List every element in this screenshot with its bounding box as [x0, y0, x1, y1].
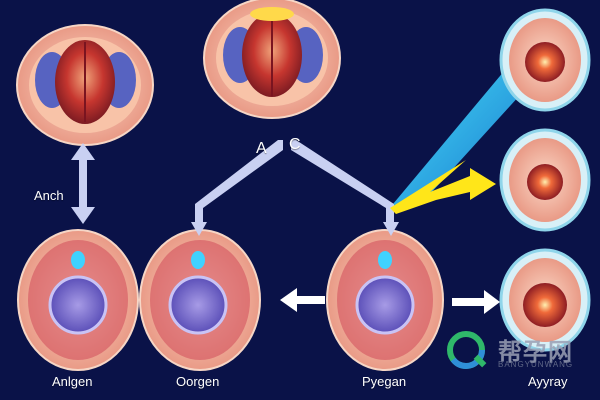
label-top-a: A: [256, 140, 267, 157]
watermark-logo-icon: [447, 331, 487, 369]
watermark-text: 帮孕网: [498, 338, 573, 366]
branch-arrow: [191, 140, 399, 236]
label-bottom-4: Ayyray: [528, 374, 568, 389]
organ-cell-top-left: [16, 24, 154, 146]
label-bottom-1: Anlgen: [52, 374, 93, 389]
cell-bottom-2: [139, 229, 261, 371]
watermark-subtext: BANGYUNWANG: [498, 360, 574, 369]
egg-cell-right-3: [499, 248, 591, 352]
arrow-right: [452, 290, 500, 314]
watermark: 帮孕网 BANGYUNWANG: [446, 330, 586, 374]
egg-cell-right-2: [499, 128, 591, 232]
label-left-mid: Anch: [34, 188, 64, 203]
organ-cell-top-center: [203, 0, 341, 119]
egg-cell-right-1: [499, 8, 591, 112]
cell-bottom-1: [17, 229, 139, 371]
arrow-left: [280, 288, 325, 312]
double-arrow-vertical: [71, 143, 95, 224]
light-beam: [388, 70, 520, 210]
yellow-arrow: [390, 160, 496, 214]
label-top-c: C: [289, 136, 301, 153]
cell-bottom-3: [326, 229, 444, 371]
label-bottom-2: Oorgen: [176, 374, 220, 389]
label-bottom-3: Pyegan: [362, 374, 407, 389]
